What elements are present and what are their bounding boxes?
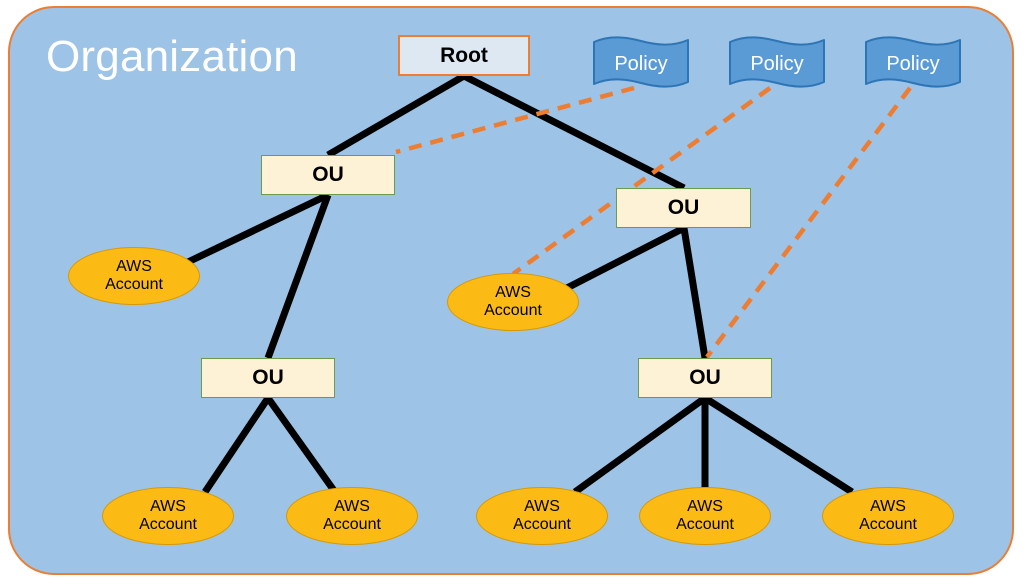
label-acct-1-line1: AWS — [116, 258, 152, 276]
policy-flag-icon — [865, 36, 961, 88]
label-ou-left: OU — [312, 163, 344, 186]
label-acct-2-line2: Account — [484, 302, 542, 319]
label-acct-5-line1: AWS — [524, 498, 560, 516]
node-ou-right[interactable]: OU — [616, 188, 751, 228]
organization-title: Organization — [46, 32, 298, 81]
label-acct-2-line1: AWS — [495, 284, 531, 302]
node-policy-1[interactable]: Policy — [592, 36, 690, 92]
label-ou-right: OU — [667, 196, 700, 219]
label-acct-6-line2: Account — [676, 516, 734, 533]
label-acct-3-line2: Account — [139, 516, 197, 533]
label-ou-bottom-right: OU — [689, 366, 721, 389]
label-acct-1-line2: Account — [105, 276, 163, 293]
label-acct-3-line1: AWS — [150, 498, 186, 516]
node-policy-3[interactable]: Policy — [864, 36, 962, 92]
root-node[interactable]: Root — [398, 35, 530, 76]
label-acct-7-line2: Account — [859, 516, 917, 533]
label-acct-5-line2: Account — [513, 516, 571, 533]
root-label: Root — [440, 43, 488, 67]
label-acct-4-line1: AWS — [334, 498, 370, 516]
label-acct-4-line2: Account — [323, 516, 381, 533]
node-policy-2[interactable]: Policy — [728, 36, 826, 92]
node-ou-bottom-left[interactable]: OU — [201, 358, 335, 398]
node-ou-bottom-right[interactable]: OU — [638, 358, 772, 398]
label-ou-bottom-left: OU — [252, 366, 284, 389]
label-acct-6-line1: AWS — [687, 498, 723, 516]
policy-flag-icon — [729, 36, 825, 88]
node-ou-left[interactable]: OU — [261, 155, 395, 195]
policy-flag-icon — [593, 36, 689, 88]
label-acct-7-line1: AWS — [870, 498, 906, 516]
